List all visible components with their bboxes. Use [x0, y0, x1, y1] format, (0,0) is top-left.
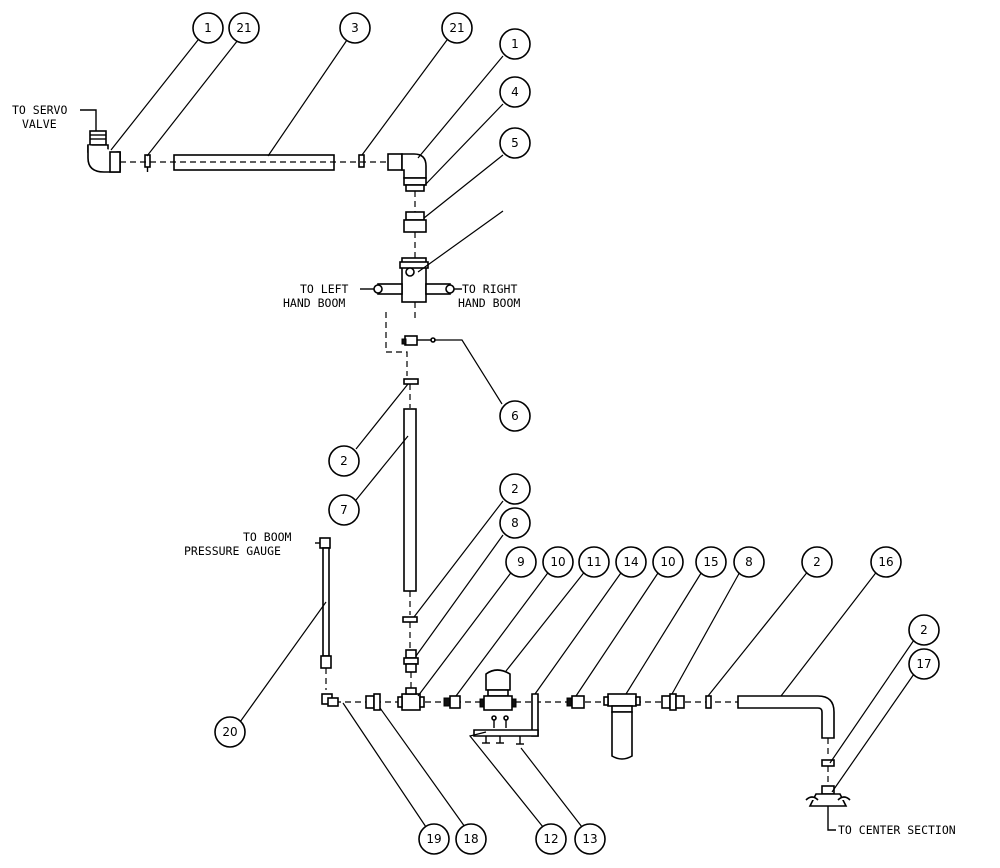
nuts-13 [516, 736, 524, 745]
elbow-19 [321, 693, 339, 707]
callout-20: 20 [214, 716, 246, 748]
annotation-line: TO SERVO [12, 103, 67, 117]
leader-lines [110, 39, 915, 828]
annotation-line: TO BOOM [243, 530, 292, 544]
control-valve-11 [479, 669, 517, 728]
callout-label: 8 [745, 555, 753, 569]
hose-clamp-2-mid [402, 616, 418, 623]
callout-label: 2 [813, 555, 821, 569]
fitting-17 [805, 785, 851, 807]
annotation-line: TO RIGHT [462, 282, 517, 296]
annotation-line: HAND BOOM [283, 296, 345, 310]
callout-label: 5 [511, 136, 519, 150]
callout-label: 16 [878, 555, 893, 569]
callout-label: 19 [426, 832, 441, 846]
fitting-10-left [443, 695, 461, 709]
callout-5: 5 [499, 127, 531, 159]
callout-label: 15 [703, 555, 718, 569]
callout-label: 21 [449, 21, 464, 35]
callout-label: 1 [511, 37, 519, 51]
callout-label: 4 [511, 85, 519, 99]
callout-label: 2 [920, 623, 928, 637]
boom-valve-manifold [360, 257, 462, 303]
callout-label: 2 [340, 454, 348, 468]
annotation-servo-valve: TO SERVO VALVE [12, 103, 97, 131]
callout-21-top-left: 21 [228, 12, 260, 44]
annotation-pressure-gauge: TO BOOM PRESSURE GAUGE [184, 530, 292, 558]
callout-17: 17 [908, 648, 940, 680]
hose-7 [403, 408, 417, 592]
hose-clamp-right [358, 154, 365, 168]
callout-8-lower: 8 [733, 546, 765, 578]
elbow-fitting-right [387, 153, 427, 192]
callout-7: 7 [328, 494, 360, 526]
fitting-6 [401, 335, 436, 346]
tee-9 [397, 687, 425, 711]
callout-label: 10 [660, 555, 675, 569]
callout-1-top-right: 1 [499, 28, 531, 60]
annotation-left-boom: TO LEFT HAND BOOM [283, 282, 349, 310]
gauge-hose-20 [315, 537, 332, 669]
callout-12: 12 [535, 823, 567, 855]
callout-13: 13 [574, 823, 606, 855]
callout-label: 6 [511, 409, 519, 423]
annotation-center-section: TO CENTER SECTION [838, 823, 956, 837]
nipple-8 [403, 649, 419, 673]
hose-clamp-2-right [705, 695, 712, 709]
annotation-right-boom: TO RIGHT HAND BOOM [458, 282, 520, 310]
callout-15: 15 [695, 546, 727, 578]
callout-label: 18 [463, 832, 478, 846]
callout-10-right: 10 [652, 546, 684, 578]
callout-8-upper: 8 [499, 507, 531, 539]
callout-11: 11 [578, 546, 610, 578]
callout-2-mid: 2 [499, 473, 531, 505]
line-strainer-15 [603, 693, 641, 760]
callout-label: 2 [511, 482, 519, 496]
annotation-line: PRESSURE GAUGE [184, 544, 281, 558]
callout-2-upper: 2 [328, 445, 360, 477]
callout-4: 4 [499, 76, 531, 108]
hose-clamp-2-far-right [821, 759, 835, 767]
annotation-line: VALVE [22, 117, 57, 131]
callout-label: 8 [511, 516, 519, 530]
callout-18: 18 [455, 823, 487, 855]
fitting-10-right [566, 695, 585, 709]
callout-2-right: 2 [801, 546, 833, 578]
elbow-fitting-left [87, 130, 121, 173]
callout-21-top-right: 21 [441, 12, 473, 44]
callout-label: 3 [351, 21, 359, 35]
callout-label: 20 [222, 725, 237, 739]
callout-label: 12 [543, 832, 558, 846]
callout-label: 21 [236, 21, 251, 35]
callout-label: 10 [550, 555, 565, 569]
annotation-line: HAND BOOM [458, 296, 520, 310]
fitting-8-bottom [661, 693, 685, 711]
callout-2-far-right: 2 [908, 614, 940, 646]
annotation-line: TO CENTER SECTION [838, 823, 956, 837]
callout-1-top-left: 1 [192, 12, 224, 44]
callout-3: 3 [339, 12, 371, 44]
callout-19: 19 [418, 823, 450, 855]
callout-10-left: 10 [542, 546, 574, 578]
callout-6: 6 [499, 400, 531, 432]
callout-14: 14 [615, 546, 647, 578]
mounting-bracket-14 [473, 693, 539, 737]
hose-clamp-left [144, 154, 151, 172]
callout-label: 9 [517, 555, 525, 569]
callout-label: 7 [340, 503, 348, 517]
fitting-18 [365, 693, 381, 711]
callout-label: 13 [582, 832, 597, 846]
screws-12 [482, 736, 504, 744]
adapter-4 [403, 211, 427, 233]
callout-label: 1 [204, 21, 212, 35]
callout-label: 17 [916, 657, 931, 671]
hose-clamp-2-upper [403, 378, 419, 385]
callout-9: 9 [505, 546, 537, 578]
annotation-line: TO LEFT [300, 282, 349, 296]
callout-label: 14 [623, 555, 638, 569]
hose-16 [737, 695, 835, 739]
callout-label: 11 [586, 555, 601, 569]
callout-16: 16 [870, 546, 902, 578]
